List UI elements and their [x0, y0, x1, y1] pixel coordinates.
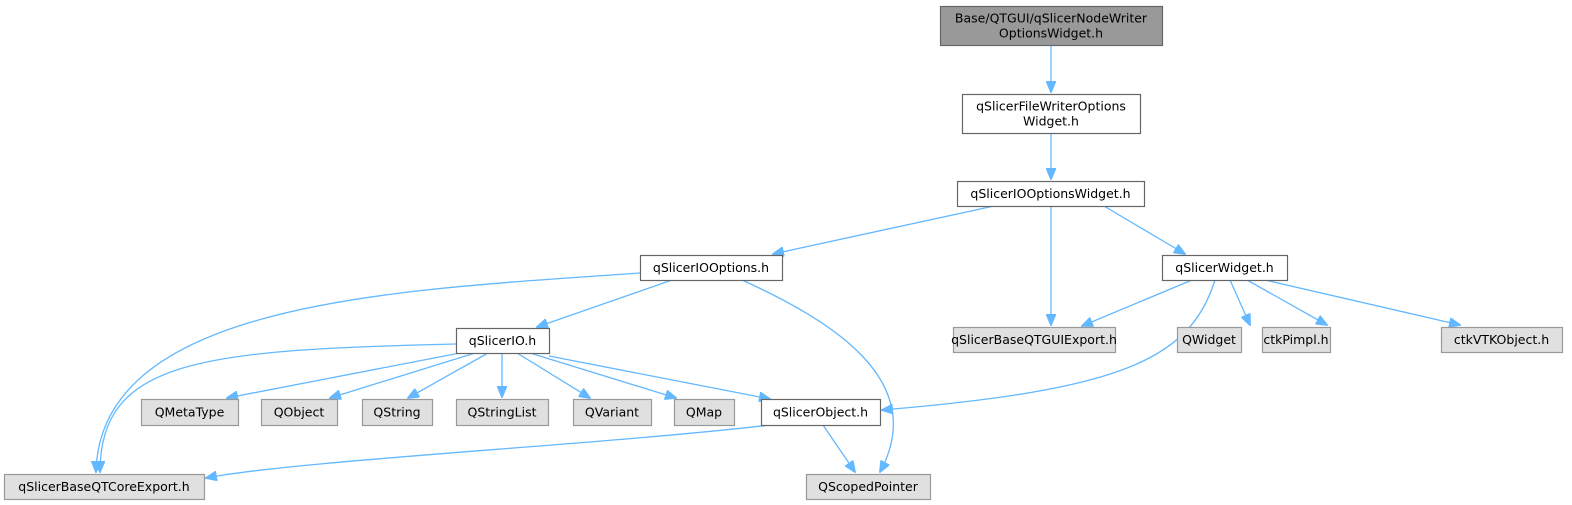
node-label: qSlicerBaseQTCoreExport.h — [18, 479, 189, 494]
node-label: QString — [373, 405, 420, 420]
nodes-layer: Base/QTGUI/qSlicerNodeWriterOptionsWidge… — [3, 5, 1564, 501]
node-iooptions[interactable]: qSlicerIOOptions.h — [639, 254, 784, 282]
node-qwidget: QWidget — [1176, 326, 1243, 354]
node-label: OptionsWidget.h — [999, 26, 1103, 41]
node-label: qSlicerBaseQTGUIExport.h — [951, 332, 1117, 347]
edge-iooptions-to-slicerio — [537, 279, 673, 327]
node-box — [140, 398, 240, 427]
node-label: QWidget — [1182, 332, 1236, 347]
node-qmetatype: QMetaType — [140, 398, 240, 427]
node-coreexport: qSlicerBaseQTCoreExport.h — [3, 473, 206, 501]
edges-layer — [96, 45, 1460, 478]
edge-iooptions-to-coreexport — [96, 272, 641, 472]
edge-slicerwidget-to-guiexport — [1082, 279, 1193, 326]
node-box — [3, 473, 206, 501]
node-box — [260, 398, 339, 427]
node-iooptionswidget[interactable]: qSlicerIOOptionsWidget.h — [956, 180, 1146, 208]
edge-slicerio-to-coreexport — [100, 343, 457, 472]
node-label: qSlicerIOOptionsWidget.h — [970, 186, 1130, 201]
node-label: qSlicerFileWriterOptions — [976, 99, 1126, 114]
node-qobject: QObject — [260, 398, 339, 427]
node-slicerio[interactable]: qSlicerIO.h — [455, 327, 551, 355]
edge-slicerio-to-qvariant — [516, 352, 590, 398]
node-label: QScopedPointer — [818, 479, 919, 494]
node-label: qSlicerObject.h — [773, 405, 868, 420]
node-qmap: QMap — [673, 398, 736, 427]
node-box — [805, 473, 932, 501]
node-label: qSlicerIOOptions.h — [653, 260, 769, 275]
node-qscopedpointer: QScopedPointer — [805, 473, 932, 501]
node-label: QObject — [274, 405, 325, 420]
node-label: Widget.h — [1023, 114, 1079, 129]
node-box — [1261, 326, 1332, 354]
node-root[interactable]: Base/QTGUI/qSlicerNodeWriterOptionsWidge… — [939, 5, 1164, 47]
node-box — [673, 398, 736, 427]
edge-slicerio-to-qobject — [330, 352, 476, 398]
node-label: QVariant — [585, 405, 639, 420]
edge-slicerio-to-qmetatype — [227, 352, 461, 398]
node-qstringlist: QStringList — [455, 398, 550, 427]
edge-slicerwidget-to-slicerobject — [882, 279, 1216, 410]
edge-slicerio-to-qmap — [529, 352, 676, 398]
node-label: qSlicerIO.h — [469, 333, 536, 348]
node-qstring: QString — [361, 398, 434, 427]
node-label: QStringList — [468, 405, 537, 420]
node-label: ctkPimpl.h — [1263, 332, 1328, 347]
node-box — [939, 5, 1164, 47]
edge-slicerwidget-to-ctkvtkobject — [1264, 279, 1460, 325]
node-box — [956, 180, 1146, 208]
node-label: Base/QTGUI/qSlicerNodeWriter — [955, 11, 1148, 26]
node-box — [952, 326, 1117, 354]
node-slicerobject[interactable]: qSlicerObject.h — [760, 398, 882, 427]
node-guiexport: qSlicerBaseQTGUIExport.h — [951, 326, 1117, 354]
edge-slicerio-to-qstring — [408, 352, 489, 398]
edge-slicerio-to-slicerobject — [548, 355, 770, 399]
node-label: qSlicerWidget.h — [1175, 260, 1273, 275]
node-qvariant: QVariant — [572, 398, 653, 427]
node-ctkvtkobject: ctkVTKObject.h — [1440, 326, 1564, 354]
node-box — [455, 327, 551, 355]
edge-iooptions-to-qscopedpointer — [741, 279, 894, 472]
node-box — [760, 398, 882, 427]
node-box — [1176, 326, 1243, 354]
node-ctkpimpl: ctkPimpl.h — [1261, 326, 1332, 354]
node-box — [961, 93, 1142, 135]
node-box — [361, 398, 434, 427]
node-box — [1161, 254, 1289, 282]
edge-slicerwidget-to-qwidget — [1229, 279, 1250, 325]
node-box — [572, 398, 653, 427]
node-slicerwidget[interactable]: qSlicerWidget.h — [1161, 254, 1289, 282]
edge-slicerobject-to-coreexport — [206, 424, 771, 478]
edge-iooptionswidget-to-slicerwidget — [1103, 205, 1185, 254]
edge-iooptionswidget-to-iooptions — [773, 205, 995, 254]
node-label: QMetaType — [155, 405, 225, 420]
edge-slicerobject-to-qscopedpointer — [822, 424, 855, 472]
node-box — [455, 398, 550, 427]
node-label: QMap — [686, 405, 722, 420]
node-box — [1440, 326, 1564, 354]
edge-slicerwidget-to-ctkpimpl — [1246, 279, 1327, 325]
node-box — [639, 254, 784, 282]
node-label: ctkVTKObject.h — [1454, 332, 1549, 347]
